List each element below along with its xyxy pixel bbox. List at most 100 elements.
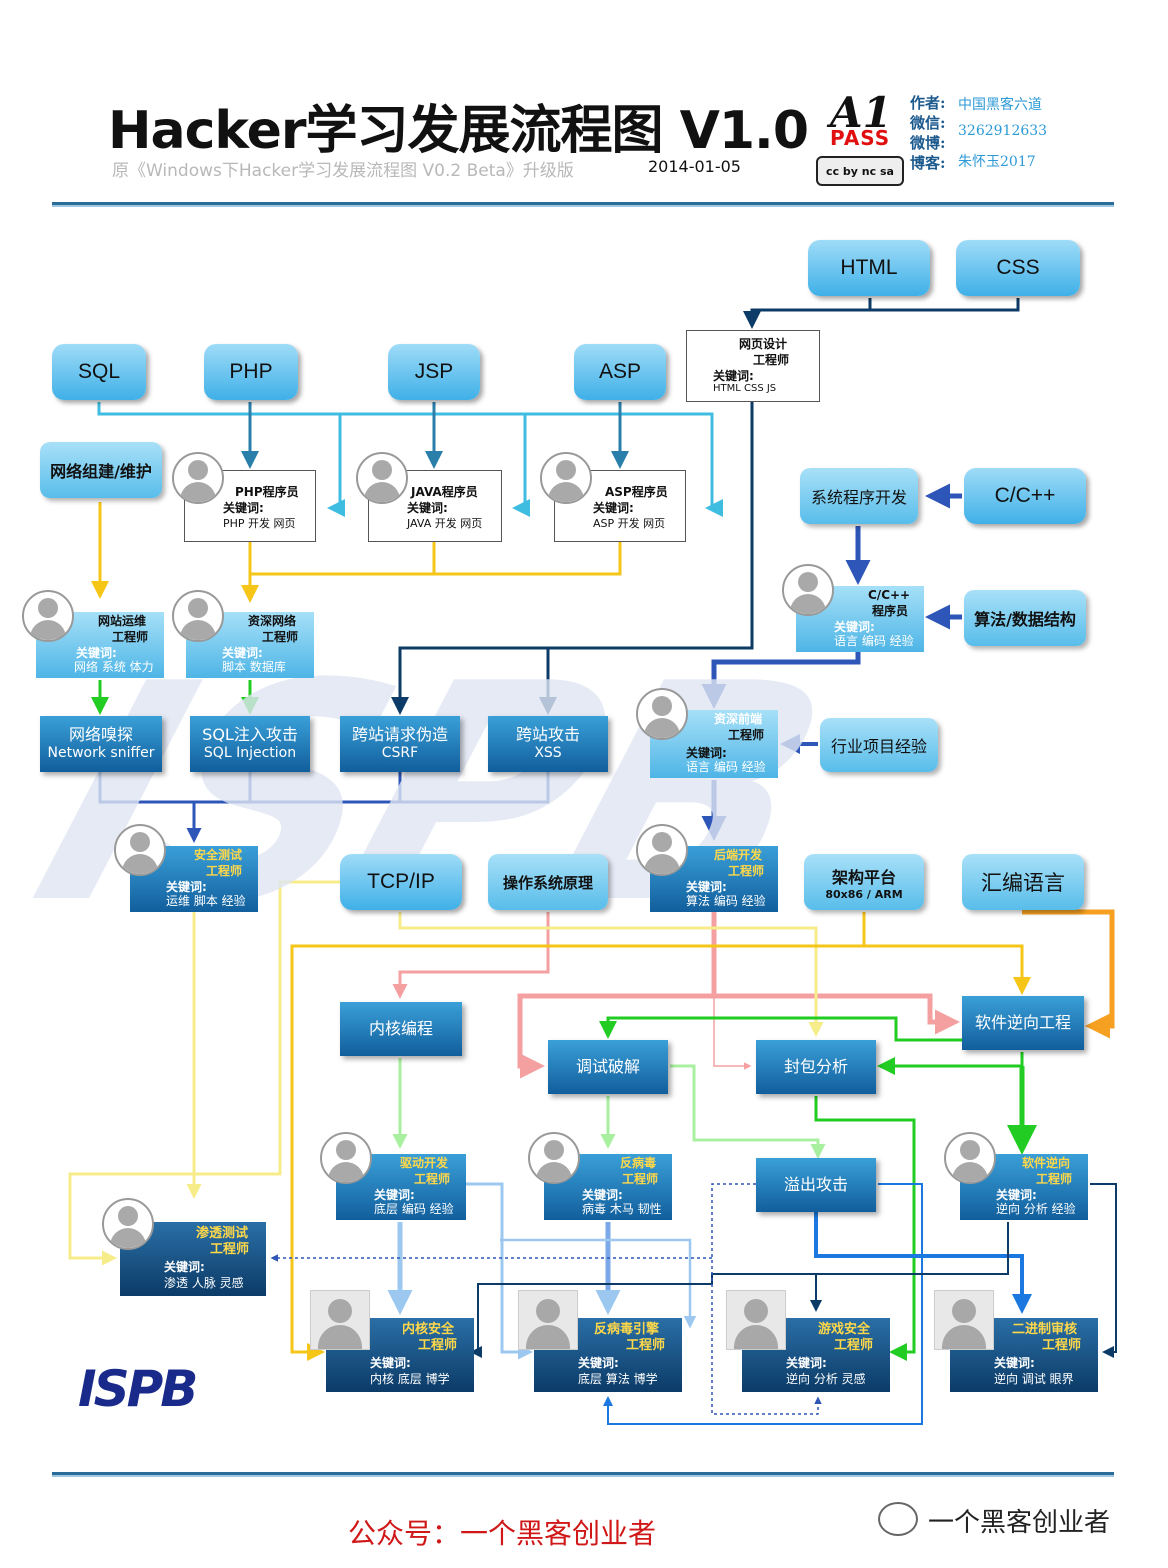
skill-arch: 架构平台 80x86 / ARM — [804, 854, 924, 910]
java-kw-label: 关键词: — [407, 501, 448, 515]
author-label: 作者: — [910, 94, 946, 112]
role-av: 反病毒 工程师 关键词: 病毒 木马 韧性 — [544, 1154, 672, 1220]
asp-kw-label: 关键词: — [593, 501, 634, 515]
role-reverse-title2: 工程师 — [1036, 1172, 1073, 1186]
role-cpp-kw-label: 关键词: — [834, 620, 875, 634]
web-designer-kw-label: 关键词: — [713, 369, 754, 383]
role-av-kw-label: 关键词: — [582, 1188, 623, 1202]
web-designer-box: 网页设计 工程师 关键词: HTML CSS JS — [686, 330, 820, 402]
skill-debug: 调试破解 — [548, 1040, 668, 1094]
role-cpp-kw: 语言 编码 经验 — [834, 634, 914, 648]
attack-sqli-title: SQL注入攻击 — [202, 725, 298, 744]
role-avengine-title: 反病毒引擎 — [594, 1322, 660, 1337]
role-kernelsec-kw: 内核 底层 博学 — [370, 1372, 450, 1386]
role-reverse-kw-label: 关键词: — [996, 1188, 1037, 1202]
role-backend-kw-label: 关键词: — [686, 880, 727, 894]
author-value: 中国黑客六道 — [958, 97, 1042, 113]
asp-programmer-title: ASP程序员 — [605, 485, 668, 499]
skill-sql: SQL — [52, 344, 146, 400]
role-front-title: 资深前端 — [714, 712, 763, 726]
java-kw: JAVA 开发 网页 — [407, 517, 483, 530]
brand-name: 一个黑客创业者 — [928, 1508, 1111, 1538]
skill-arch-subtitle: 80x86 / ARM — [825, 887, 903, 901]
role-avengine-title2: 工程师 — [626, 1338, 666, 1353]
role-pentest-kw: 渗透 人脉 灵感 — [164, 1276, 244, 1290]
avatar-icon — [636, 688, 688, 740]
header-divider — [52, 202, 1114, 207]
php-kw: PHP 开发 网页 — [223, 517, 296, 530]
avatar-icon — [528, 1132, 580, 1184]
role-ops-kw: 网络 系统 体力 — [74, 660, 154, 674]
role-front-kw-label: 关键词: — [686, 746, 727, 760]
role-binaudit-title: 二进制审核 — [1012, 1322, 1078, 1337]
role-gamesec-title: 游戏安全 — [818, 1322, 871, 1337]
avatar-icon — [310, 1290, 370, 1350]
role-reverse-title: 软件逆向 — [1022, 1156, 1071, 1170]
role-net: 资深网络 工程师 关键词: 脚本 数据库 — [186, 612, 314, 678]
role-gamesec-title2: 工程师 — [834, 1338, 874, 1353]
skill-tcpip: TCP/IP — [340, 854, 462, 910]
page-title: Hacker学习发展流程图 V1.0 — [108, 101, 809, 161]
skill-os: 操作系统原理 — [488, 854, 608, 910]
role-driver-kw-label: 关键词: — [374, 1188, 415, 1202]
role-driver-kw: 底层 编码 经验 — [374, 1202, 454, 1216]
skill-css: CSS — [956, 240, 1080, 296]
role-driver-title: 驱动开发 — [400, 1156, 449, 1170]
role-kernelsec-title2: 工程师 — [418, 1338, 458, 1353]
wechat-account: 公众号：一个黑客创业者 — [348, 1517, 657, 1550]
ispb-logo: ISPB — [78, 1360, 198, 1418]
blog-value: 朱怀玉2017 — [958, 154, 1036, 170]
role-kernelsec-kw-label: 关键词: — [370, 1356, 411, 1370]
wechat-label: 微信: — [910, 114, 946, 132]
role-kernelsec: 内核安全 工程师 关键词: 内核 底层 博学 — [326, 1318, 474, 1392]
role-pentest-title: 渗透测试 — [196, 1226, 249, 1241]
attack-csrf-title: 跨站请求伪造 — [351, 725, 448, 744]
wechat-icon — [878, 1502, 918, 1536]
attack-csrf: 跨站请求伪造 CSRF — [340, 716, 460, 772]
skill-asm: 汇编语言 — [962, 854, 1084, 910]
role-kernelsec-title: 内核安全 — [402, 1322, 455, 1337]
cc-license-badge: cc by nc sa — [816, 156, 904, 186]
a1pass-logo-text: PASS — [830, 126, 891, 150]
role-net-title: 资深网络 — [248, 614, 297, 628]
avatar-icon — [944, 1132, 996, 1184]
page-subtitle: 原《Windows下Hacker学习发展流程图 V0.2 Beta》升级版 — [112, 161, 574, 181]
role-reverse-kw: 逆向 分析 经验 — [996, 1202, 1076, 1216]
skill-packet: 封包分析 — [756, 1040, 876, 1094]
avatar-icon — [782, 564, 834, 616]
skill-asp: ASP — [574, 344, 666, 400]
attack-overflow: 溢出攻击 — [756, 1158, 876, 1212]
role-avengine-kw-label: 关键词: — [578, 1356, 619, 1370]
role-net-title2: 工程师 — [262, 630, 299, 644]
role-binaudit-kw: 逆向 调试 眼界 — [994, 1372, 1074, 1386]
attack-xss: 跨站攻击 XSS — [488, 716, 608, 772]
skill-arch-title: 架构平台 — [831, 867, 896, 887]
role-gamesec: 游戏安全 工程师 关键词: 逆向 分析 灵感 — [742, 1318, 890, 1392]
web-designer-title2: 工程师 — [753, 353, 790, 367]
avatar-icon — [102, 1198, 154, 1250]
role-pentest-kw-label: 关键词: — [164, 1260, 205, 1274]
avatar-icon — [636, 824, 688, 876]
role-av-title2: 工程师 — [622, 1172, 659, 1186]
blog-label: 博客: — [910, 154, 946, 172]
skill-jsp: JSP — [388, 344, 480, 400]
role-avengine-kw: 底层 算法 博学 — [578, 1372, 658, 1386]
role-cpp-title: C/C++ — [868, 588, 911, 602]
avatar-icon — [172, 590, 224, 642]
skill-industry: 行业项目经验 — [820, 718, 938, 772]
role-av-kw: 病毒 木马 韧性 — [582, 1202, 662, 1216]
role-ops-title: 网站运维 — [98, 614, 147, 628]
role-sectest-kw: 运维 脚本 经验 — [166, 894, 246, 908]
attack-sniffer-title: 网络嗅探 — [68, 725, 133, 744]
skill-network: 网络组建/维护 — [40, 442, 162, 498]
skill-sysdev: 系统程序开发 — [800, 468, 918, 524]
attack-sqli-subtitle: SQL Injection — [203, 745, 297, 761]
avatar-icon — [320, 1132, 372, 1184]
php-kw-label: 关键词: — [223, 501, 264, 515]
skill-kernel: 内核编程 — [340, 1002, 462, 1056]
role-backend-title2: 工程师 — [728, 864, 765, 878]
web-designer-title: 网页设计 — [739, 337, 788, 351]
role-gamesec-kw: 逆向 分析 灵感 — [786, 1372, 866, 1386]
avatar-icon — [518, 1290, 578, 1350]
